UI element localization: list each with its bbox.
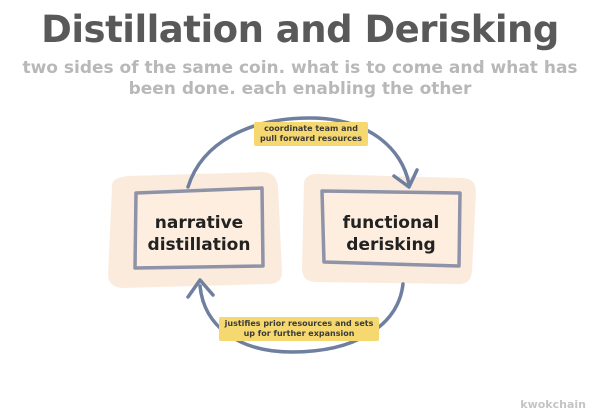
functional-derisking-box xyxy=(320,189,462,268)
functional-derisking-label: functional derisking xyxy=(342,213,440,255)
top-arrow-note: coordinate team and pull forward resourc… xyxy=(254,122,368,146)
bottom-cycle-arrow xyxy=(198,282,405,354)
bottom-arrowhead-icon xyxy=(186,278,215,299)
page-title: Distillation and Derisking xyxy=(41,8,559,51)
author-signature: kwokchain xyxy=(520,398,586,411)
narrative-distillation-box xyxy=(133,186,265,270)
bottom-arrow-note: justifies prior resources and sets up fo… xyxy=(219,317,379,341)
page-subtitle: two sides of the same coin. what is to c… xyxy=(22,58,578,99)
top-cycle-arrow xyxy=(186,116,411,189)
narrative-distillation-label: narrative distillation xyxy=(147,213,251,255)
top-arrowhead-icon xyxy=(392,168,419,189)
